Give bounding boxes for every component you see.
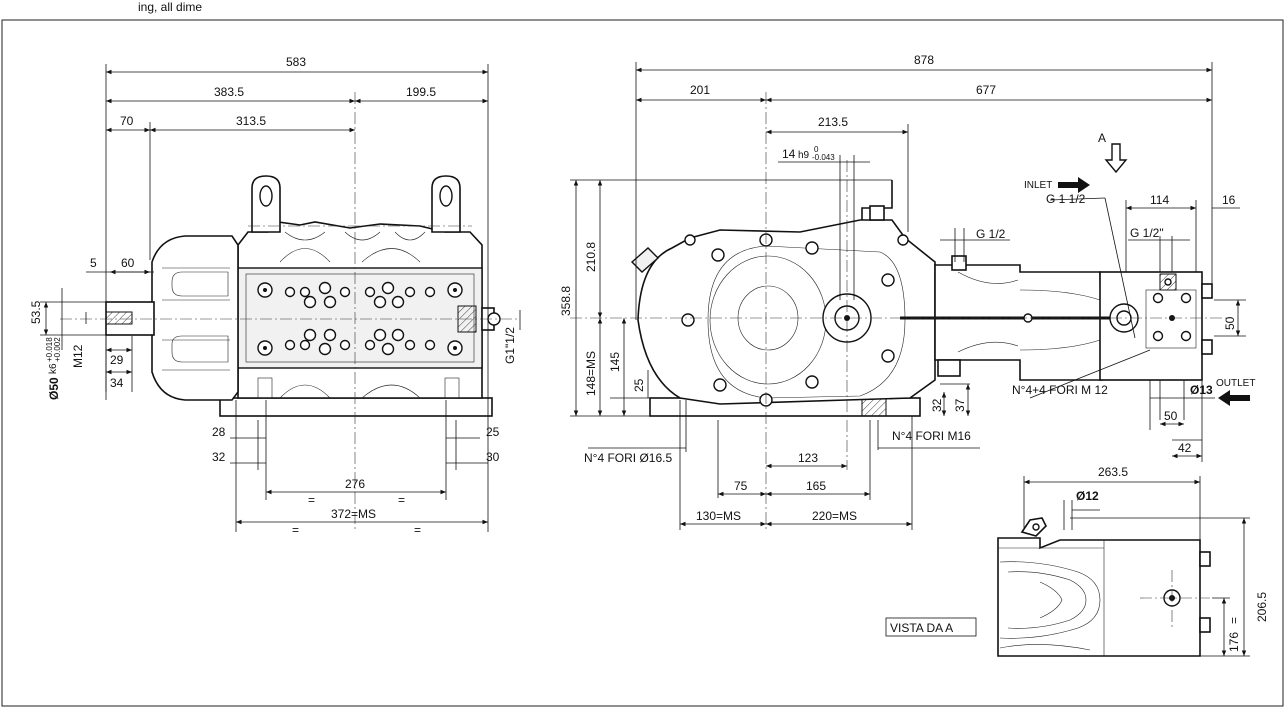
- dim-shaft-dia: Ø50: [47, 377, 61, 400]
- dim-shaft-tol-lower: +0.002: [53, 337, 62, 362]
- lifting-eye-left: [251, 175, 281, 233]
- dim-42: 42: [1178, 441, 1192, 455]
- view-a-arrow: [1104, 143, 1128, 174]
- dim-677: 677: [976, 83, 996, 97]
- dim-213-5: 213.5: [818, 115, 848, 129]
- dim-key-width: 14: [782, 147, 796, 161]
- dim-outlet-dia: Ø13: [1190, 383, 1213, 397]
- dim-key-tol-lower: -0.043: [812, 153, 835, 162]
- lifting-eye-right: [431, 175, 461, 233]
- dim-shaft-tol-upper: +0.018: [45, 337, 54, 362]
- dim-114: 114: [1150, 193, 1169, 207]
- dim-g1-2-in: G 1/2": [1130, 226, 1164, 240]
- right-dimensions: [570, 62, 1246, 530]
- left-dimensions: [40, 64, 521, 532]
- dim-32: 32: [212, 450, 226, 464]
- dim-206-5: 206.5: [1255, 592, 1269, 622]
- eq-276-a: =: [308, 493, 315, 507]
- dim-165: 165: [806, 479, 826, 493]
- dim-210-8: 210.8: [584, 242, 598, 272]
- dim-m12: M12: [71, 344, 85, 368]
- dim-145: 145: [608, 352, 622, 372]
- bearing-cover: [151, 235, 239, 401]
- view-a-body: [997, 537, 1201, 657]
- dim-g1-1-2-left: G1"1/2: [503, 327, 517, 364]
- eq-372-a: =: [292, 523, 299, 537]
- dim-25-right: 25: [632, 378, 646, 392]
- pump-head-block: [237, 267, 483, 369]
- inlet-arrow: [1058, 177, 1090, 193]
- dim-313-5: 313.5: [236, 114, 266, 128]
- right-view: 878 201 677 213.5 14 h9 0 -0.043 358.8 2…: [559, 53, 1255, 530]
- dim-358-8: 358.8: [559, 286, 573, 316]
- dim-50-horiz: 50: [1164, 409, 1178, 423]
- dim-199-5: 199.5: [406, 85, 436, 99]
- dim-878: 878: [914, 53, 934, 67]
- dim-123: 123: [798, 451, 818, 465]
- dim-383-5: 383.5: [214, 85, 244, 99]
- dim-263-5: 263.5: [1098, 465, 1128, 479]
- left-view: 583 383.5 199.5 70 313.5 5 60 53.5 M12 2…: [29, 55, 521, 537]
- left-base-plate: [219, 397, 493, 417]
- dim-16: 16: [1222, 193, 1236, 207]
- eq-276-b: =: [398, 493, 405, 507]
- dim-29: 29: [110, 353, 124, 367]
- eq-view-a: =: [1227, 617, 1241, 624]
- dim-34: 34: [110, 376, 124, 390]
- view-a-label: VISTA DA A: [890, 621, 953, 635]
- eq-372-b: =: [414, 523, 421, 537]
- outlet-arrow: [1218, 390, 1250, 406]
- gear-cover: [707, 245, 906, 399]
- dim-276: 276: [345, 477, 365, 491]
- dim-37: 37: [953, 398, 967, 412]
- dim-201: 201: [690, 83, 710, 97]
- dim-key-fit: h9: [798, 150, 810, 161]
- holes-m12: N°4+4 FORI M 12: [1012, 383, 1108, 397]
- dim-130-ms: 130=MS: [696, 509, 741, 523]
- inlet-label: INLET: [1024, 180, 1052, 191]
- dim-g1-2: G 1/2: [976, 227, 1006, 241]
- dim-53-5: 53.5: [29, 300, 43, 324]
- dim-25-left: 25: [486, 425, 500, 439]
- dim-372: 372=MS: [331, 507, 376, 521]
- dim-28: 28: [212, 425, 226, 439]
- dim-220-ms: 220=MS: [812, 509, 857, 523]
- gearbox-housing: [637, 219, 936, 405]
- dim-75: 75: [734, 479, 748, 493]
- view-a-label-box: [885, 617, 977, 637]
- holes-m16: N°4 FORI M16: [892, 429, 971, 443]
- view-a-letter: A: [1098, 131, 1106, 145]
- dim-30: 30: [486, 450, 500, 464]
- dim-32-right: 32: [930, 398, 944, 412]
- dim-176: 176: [1227, 632, 1241, 652]
- dim-key-tol-upper: 0: [814, 145, 819, 154]
- outlet-label: OUTLET: [1216, 378, 1255, 389]
- top-left-fragment: ing, all dime: [138, 0, 202, 14]
- dim-5: 5: [90, 256, 97, 270]
- dim-60: 60: [121, 256, 135, 270]
- dim-583: 583: [286, 55, 306, 69]
- dim-g1-1-2-right: G 1 1/2: [1046, 192, 1086, 206]
- dim-shaft-fit: k6: [48, 363, 59, 374]
- dim-tube-dia: Ø12: [1076, 489, 1099, 503]
- breather: [630, 247, 660, 273]
- view-a-dimensions: [1023, 476, 1250, 657]
- dim-50-vert: 50: [1223, 316, 1237, 330]
- sheet-border: [1, 19, 1284, 707]
- holes-16-5: N°4 FORI Ø16.5: [584, 451, 672, 465]
- view-a: 263.5 Ø12 206.5 176 = VISTA DA A: [885, 465, 1269, 657]
- head-holes: [257, 281, 463, 356]
- dim-70: 70: [120, 114, 134, 128]
- dim-148-ms: 148=MS: [584, 351, 598, 396]
